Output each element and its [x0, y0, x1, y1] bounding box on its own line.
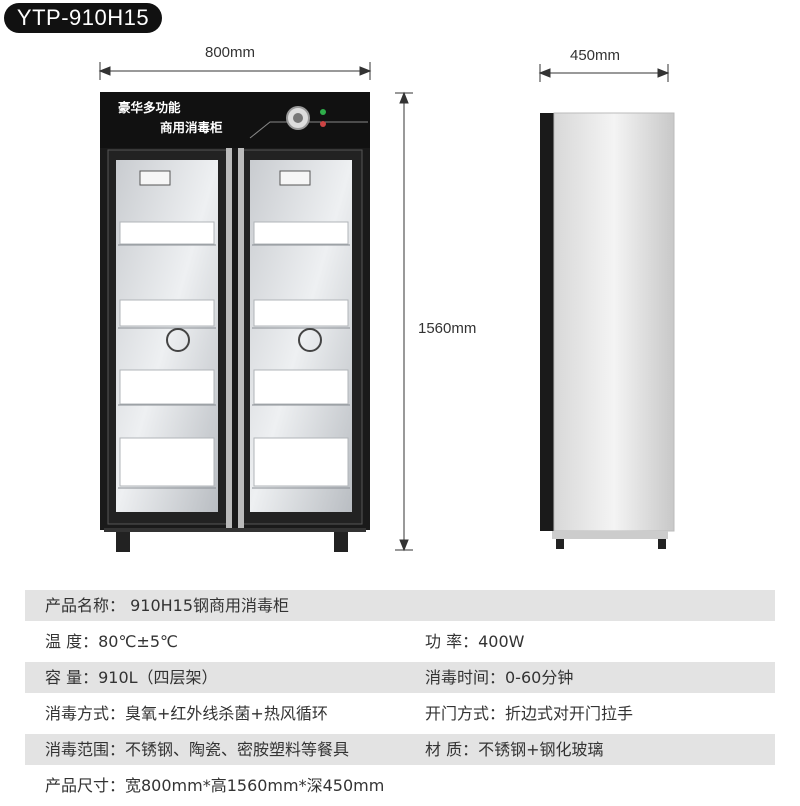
- spec-table: 产品名称： 910H15钢商用消毒柜 温 度：80℃±5℃ 功 率：400W 容…: [25, 590, 775, 806]
- product-illustration: [98, 62, 675, 552]
- cabinet-front: [100, 92, 370, 552]
- spec-row-capacity: 容 量：910L（四层架） 消毒时间：0-60分钟: [25, 662, 775, 693]
- spec-row-name: 产品名称： 910H15钢商用消毒柜: [25, 590, 775, 621]
- spec-product-size: 产品尺寸：宽800mm*高1560mm*深450mm: [45, 776, 385, 795]
- spec-material: 材 质：不锈钢+钢化玻璃: [425, 740, 604, 759]
- model-badge: YTP-910H15: [4, 3, 162, 33]
- indicator-light-icon: [320, 109, 326, 115]
- cabinet-brand-line2: 商用消毒柜: [160, 120, 223, 135]
- spec-product-name: 产品名称： 910H15钢商用消毒柜: [45, 596, 290, 615]
- depth-dimension-line: [538, 64, 670, 82]
- spec-door-type: 开门方式：折边式对开门拉手: [425, 704, 634, 723]
- height-dimension-label: 1560mm: [418, 320, 477, 337]
- cabinet-side: [540, 112, 675, 549]
- spec-disinfection-scope: 消毒范围：不锈钢、陶瓷、密胺塑料等餐具: [45, 740, 350, 759]
- spec-row-scope: 消毒范围：不锈钢、陶瓷、密胺塑料等餐具 材 质：不锈钢+钢化玻璃: [25, 734, 775, 765]
- spec-row-temperature: 温 度：80℃±5℃ 功 率：400W: [25, 626, 775, 657]
- cabinet-brand-line1: 豪华多功能: [118, 100, 181, 115]
- spec-power: 功 率：400W: [425, 632, 525, 651]
- width-dimension-label: 800mm: [205, 44, 256, 61]
- spec-row-method: 消毒方式：臭氧+红外线杀菌+热风循环 开门方式：折边式对开门拉手: [25, 698, 775, 729]
- spec-row-size: 产品尺寸：宽800mm*高1560mm*深450mm: [25, 770, 775, 801]
- depth-dimension-label: 450mm: [570, 47, 621, 64]
- spec-disinfection-time: 消毒时间：0-60分钟: [425, 668, 574, 687]
- spec-capacity: 容 量：910L（四层架）: [45, 668, 218, 687]
- height-dimension-line: [395, 91, 413, 552]
- width-dimension-line: [98, 62, 372, 80]
- spec-disinfection-method: 消毒方式：臭氧+红外线杀菌+热风循环: [45, 704, 328, 723]
- spec-temperature: 温 度：80℃±5℃: [45, 632, 178, 651]
